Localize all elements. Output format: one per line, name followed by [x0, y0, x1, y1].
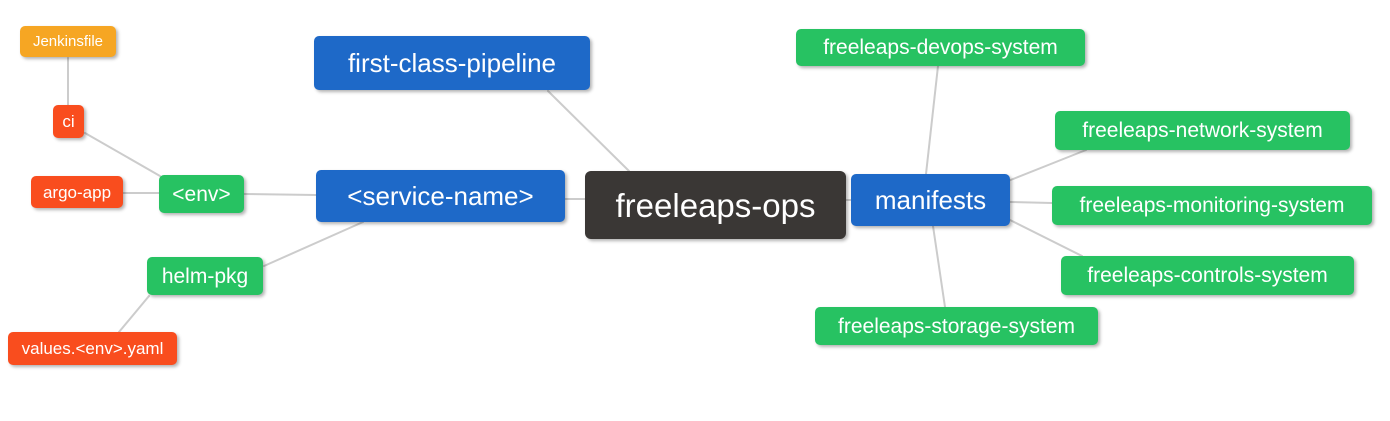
- edge-service-name-env: [243, 193, 317, 196]
- node-first-class-pipeline[interactable]: first-class-pipeline: [314, 36, 590, 90]
- node-env[interactable]: <env>: [159, 175, 244, 213]
- edge-manifests-network-system: [1007, 149, 1087, 182]
- node-ci[interactable]: ci: [53, 105, 84, 138]
- edge-env-ci: [84, 132, 161, 177]
- node-freeleaps-devops-system[interactable]: freeleaps-devops-system: [796, 29, 1085, 66]
- node-freeleaps-ops[interactable]: freeleaps-ops: [585, 171, 846, 239]
- edge-manifests-devops-system: [925, 65, 939, 175]
- node-freeleaps-storage-system[interactable]: freeleaps-storage-system: [815, 307, 1098, 345]
- node-service-name[interactable]: <service-name>: [316, 170, 565, 222]
- edge-manifests-monitoring-system: [1009, 201, 1053, 204]
- node-jenkinsfile[interactable]: Jenkinsfile: [20, 26, 116, 57]
- node-values-env-yaml[interactable]: values.<env>.yaml: [8, 332, 177, 365]
- edge-helm-pkg-values-env-yaml: [118, 295, 150, 333]
- node-helm-pkg[interactable]: helm-pkg: [147, 257, 263, 295]
- node-freeleaps-monitoring-system[interactable]: freeleaps-monitoring-system: [1052, 186, 1372, 225]
- edge-manifests-storage-system: [932, 225, 946, 308]
- node-argo-app[interactable]: argo-app: [31, 176, 123, 208]
- edge-service-name-helm-pkg: [263, 221, 364, 267]
- node-freeleaps-network-system[interactable]: freeleaps-network-system: [1055, 111, 1350, 150]
- node-freeleaps-controls-system[interactable]: freeleaps-controls-system: [1061, 256, 1354, 295]
- node-manifests[interactable]: manifests: [851, 174, 1010, 226]
- edge-root-first-class-pipeline: [547, 90, 630, 172]
